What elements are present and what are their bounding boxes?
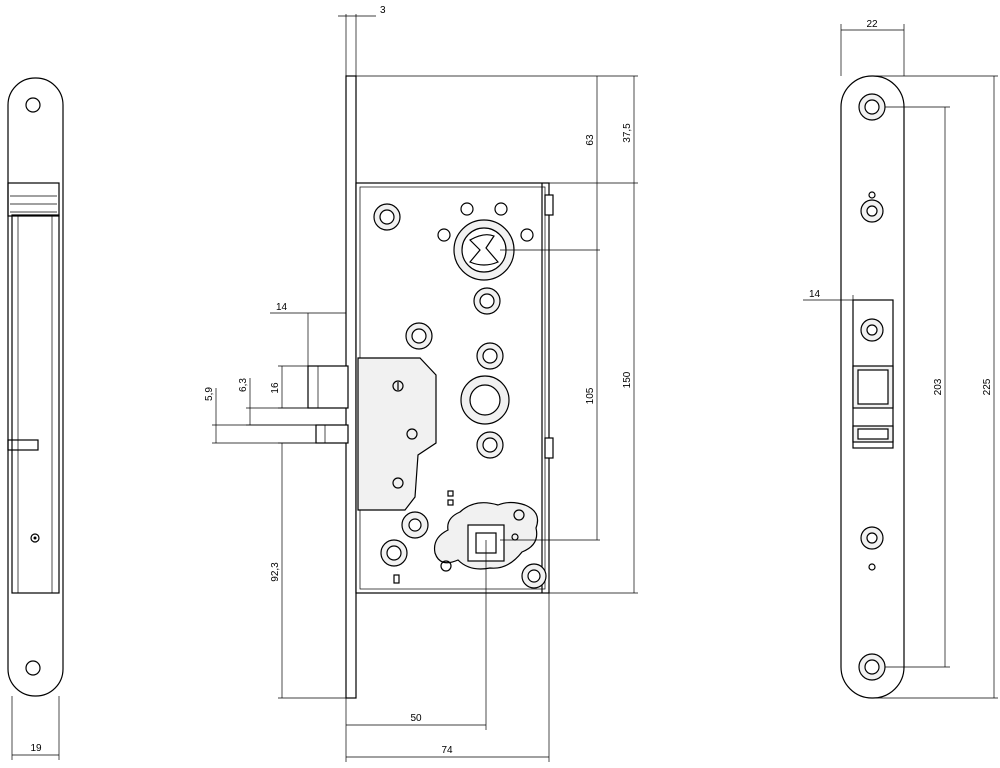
- cylinder-hub: [437, 202, 534, 281]
- deadbolt: [307, 365, 349, 409]
- dim-follower-to-cylinder: 105: [585, 387, 596, 404]
- dim-height-to-case-top: 37,5: [622, 123, 633, 143]
- dim-latch-to-bottom: 92,3: [270, 562, 281, 582]
- dim-side-view-width: 19: [30, 743, 42, 754]
- dim-height-to-follower: 63: [585, 134, 596, 146]
- side-view-faceplate: [7, 77, 64, 697]
- side-view-screw: [30, 533, 40, 543]
- dim-faceplate-width: 22: [866, 19, 878, 30]
- side-view: 19: [7, 77, 64, 760]
- follower: [393, 490, 539, 584]
- side-view-latch-slot: [7, 439, 39, 451]
- faceplate-view: 22 14 203 225: [803, 19, 998, 699]
- dim-bolt-height: 16: [270, 382, 281, 394]
- side-view-bottom-hole: [25, 660, 41, 676]
- dim-case-depth: 74: [441, 745, 453, 756]
- dim-side-bolt-throw: 14: [809, 289, 821, 300]
- dim-bolt-throw: 14: [276, 302, 288, 313]
- bolt-mechanism-plate: [357, 357, 437, 511]
- dim-latch-offset-2: 5,9: [204, 387, 215, 401]
- dim-latch-offset-1: 6,3: [238, 378, 249, 392]
- latch: [315, 424, 349, 444]
- side-view-top-hole: [25, 97, 41, 113]
- dim-backset: 50: [410, 713, 422, 724]
- side-view-body: [11, 214, 60, 594]
- front-view: 3 63 37,5 105 150 14 16 6,3 5,9: [204, 5, 638, 762]
- dim-faceplate-length: 225: [982, 378, 993, 395]
- dim-faceplate-hole-spacing: 203: [933, 378, 944, 395]
- side-view-bolt: [7, 182, 60, 217]
- dim-faceplate-thickness: 3: [380, 5, 386, 16]
- case-screws: [373, 203, 547, 589]
- dim-case-height: 150: [622, 371, 633, 388]
